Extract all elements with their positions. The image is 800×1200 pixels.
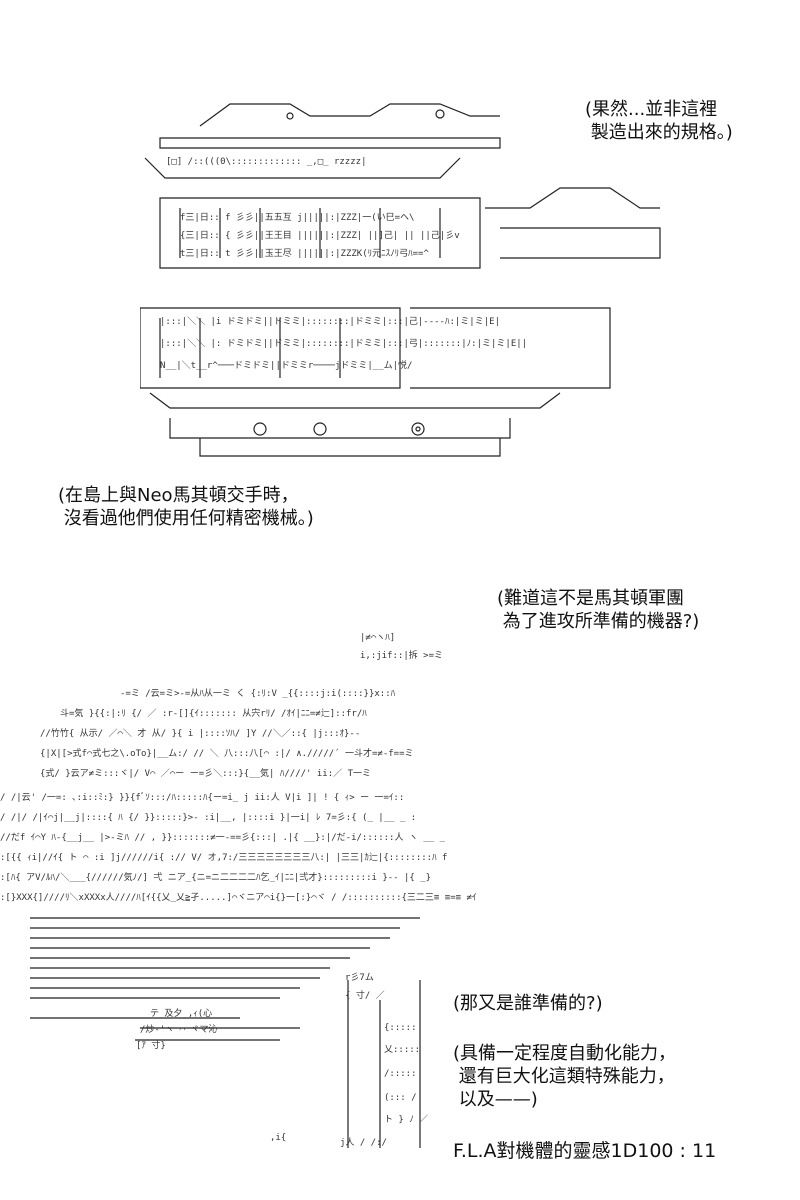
crowd-ascii-art: |≠⌒ヽﾊ] i,:jif::|拆 >=ミ -=ミ /云=ミ>-=从ﾊ从一ミ く… [0,633,476,1148]
svg-text:|:::|＼＼ |: ドミドミ||ドミミ|::::::::|: |:::|＼＼ |: ドミドミ||ドミミ|::::::::|ドミミ|:::|弓|… [160,338,527,349]
svg-text:{:::::: {::::: [384,1023,417,1033]
svg-text:乂:::::: 乂::::: [384,1045,420,1055]
svg-text:/:::::: /::::: [384,1069,417,1079]
caption-question-who-prepared: (那又是誰準備的?) [453,993,603,1014]
svg-text:/炒-'ヽ ⌒ ヾマ沁: /炒-'ヽ ⌒ ヾマ沁 [140,1024,218,1035]
svg-text:-=ミ /云=ミ>-=从ﾊ从一ミ く {:ﾘ:V: -=ミ /云=ミ>-=从ﾊ从一ミ く {:ﾘ:V _{{::::j:i(::::… [120,688,396,699]
svg-text:/ /|云' /一=: ､:i::ﾐ:} }}{fﾞｿ::: / /|云' /一=: ､:i::ﾐ:} }}{fﾞｿ:::/ﾊ:::::ﾊ{ー… [0,792,404,803]
svg-text:斗=気 }{{:|:ﾘ {/ ／ :r-[]{ｲ:::: 斗=気 }{{:|:ﾘ {/ ／ :r-[]{ｲ::::::: 从宍rﾘ/ /ｵ… [60,707,367,719]
svg-text:|≠⌒ヽﾊ]: |≠⌒ヽﾊ] [360,633,395,643]
svg-text:f三|日:: f 彡彡||五五互 j|||||:|ZZZ|一: f三|日:: f 彡彡||五五互 j|||||:|ZZZ|一(い巳=ヘ\ [180,212,414,223]
svg-text:i,:jif::|拆 >=ミ: i,:jif::|拆 >=ミ [360,649,443,661]
svg-text::[ﾊ{ アV/ﾙﾊ/＼___{//////気ﾉ/] 弌: :[ﾊ{ アV/ﾙﾊ/＼___{//////気ﾉ/] 弌 ニア_{ニ=ニ二二二二… [0,871,431,883]
svg-text:|:::|＼＼ |i ドミドミ||ドミミ|::::::::|: |:::|＼＼ |i ドミドミ||ドミミ|::::::::|ドミミ|:::|己|… [160,316,500,327]
svg-text:{ 寸/ ／: { 寸/ ／ [345,989,385,1001]
svg-text:/ /|/ /|ｲ⌒j|__j|::::{ ﾊ {/ }: / /|/ /|ｲ⌒j|__j|::::{ ﾊ {/ }}:::::}>- :i… [0,812,416,823]
svg-text:{|X|[>式f⌒式七之\.oTo}|__ム:/ // ＼: {|X|[>式f⌒式七之\.oTo}|__ム:/ // ＼ 八:::八[⌒ :|… [40,747,414,759]
dice-roll-result: F.L.A對機體的靈感1D100 : 11 [453,1140,717,1162]
svg-text:テ 及夕 ,ｨ(心: テ 及夕 ,ｨ(心 [150,1007,212,1019]
caption-top-left: (在島上與Neo馬其頓交手時， 沒看過他們使用任何精密機械。) [58,485,314,529]
svg-text::[}XXX{]////ﾘ＼xXXXx人////ﾊ[ｲ{{乂: :[}XXX{]////ﾘ＼xXXXx人////ﾊ[ｲ{{乂_乂≧孑.....]… [0,892,476,903]
svg-text:r彡7ム: r彡7ム [345,972,374,983]
svg-text::[{{ ｨi|//ｲ{ ト ⌒ :i ]j//////i{: :[{{ ｨi|//ｲ{ ト ⌒ :i ]j//////i{ :// V/ オ,… [0,852,447,863]
svg-text:{式/ }云ア≠ミ:::ヾ|/ V⌒ ／⌒ー ー=彡＼:::: {式/ }云ア≠ミ:::ヾ|/ V⌒ ／⌒ー ー=彡＼:::}{__気| ﾊ//… [40,767,371,779]
svg-text://竹竹{ 从示/ ／⌒＼ 才 从/ }{ i |:: //竹竹{ 从示/ ／⌒＼ 才 从/ }{ i |::::ｿﾊ/ ]Y //＼／… [40,727,360,739]
svg-text:{三|日:: { 彡彡||王王目 ||||||:|ZZZ|: {三|日:: { 彡彡||王王目 ||||||:|ZZZ| ||]己| || |… [180,230,460,241]
svg-text:(::: /: (::: / [384,1093,417,1103]
svg-text:[ｱ 寸}: [ｱ 寸} [136,1039,166,1051]
caption-mid-right: (難道這不是馬其頓軍團 為了進攻所準備的機器?) [497,588,700,632]
svg-text:ト } ﾉ ／: ト } ﾉ ／ [384,1114,428,1125]
caption-question-capabilities: (具備一定程度自動化能力， 還有巨大化這類特殊能力， 以及——) [453,1043,677,1110]
svg-text:[□] /::(((0\::::::::::::: _,□_: [□] /::(((0\::::::::::::: _,□_ rzzzz| [166,157,366,167]
svg-text://だf ｲ⌒Y ﾊ-{__j__ |>-ミﾊ // ,: //だf ｲ⌒Y ﾊ-{__j__ |>-ミﾊ // , }}:::::::≠一… [0,832,446,843]
svg-text:N__|＼t__r^───ドミドミ||ドミミr────jドミ: N__|＼t__r^───ドミドミ||ドミミr────jドミミ|__ム|悦/ [160,359,412,371]
machine-ascii-art: [□] /::(((0\::::::::::::: _,□_ rzzzz| f三… [140,103,661,457]
svg-text:,i{: ,i{ [270,1133,286,1143]
caption-top-right: (果然...並非這裡 製造出來的規格。) [585,99,733,143]
svg-text:t三|日:: t 彡彡||玉王尽 ||||||:|ZZZK(: t三|日:: t 彡彡||玉王尽 ||||||:|ZZZK(ﾘ元ﾆｽﾉﾘ弓ﾊ==… [180,248,429,259]
svg-text:j人 / /:/: j人 / /:/ [340,1137,387,1148]
